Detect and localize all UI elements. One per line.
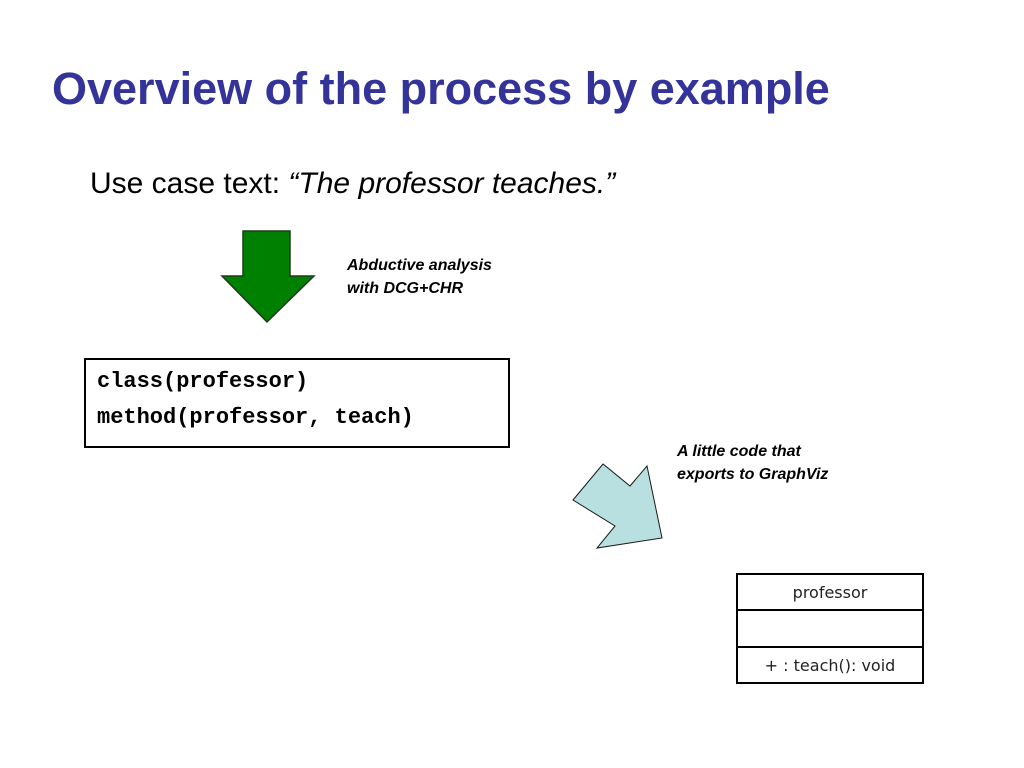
export-note-line-1: A little code that	[677, 443, 801, 460]
uml-method: + : teach(): void	[764, 655, 896, 675]
abductive-note-line-2: with DCG+CHR	[347, 280, 463, 297]
code-line: method(professor, teach)	[97, 405, 414, 430]
abductive-analysis-note: Abductive analysis with DCG+CHR	[347, 254, 492, 300]
uml-class-name: professor	[738, 575, 922, 611]
uml-class-box: professor + : teach(): void	[736, 573, 924, 684]
slide-title: Overview of the process by example	[52, 63, 830, 114]
light-blue-diagonal-arrow-icon	[572, 463, 663, 549]
use-case-quote: “The professor teaches.”	[288, 167, 616, 200]
code-line: class(professor)	[97, 369, 309, 394]
use-case-text: Use case text: “The professor teaches.”	[90, 167, 615, 200]
uml-attributes-section	[738, 611, 922, 648]
use-case-label: Use case text:	[90, 167, 289, 200]
code-box: class(professor) method(professor, teach…	[84, 358, 510, 448]
graphviz-export-note: A little code that exports to GraphViz	[677, 440, 828, 486]
abductive-note-line-1: Abductive analysis	[347, 257, 492, 274]
export-note-line-2: exports to GraphViz	[677, 466, 829, 483]
green-down-arrow-icon	[220, 230, 316, 324]
